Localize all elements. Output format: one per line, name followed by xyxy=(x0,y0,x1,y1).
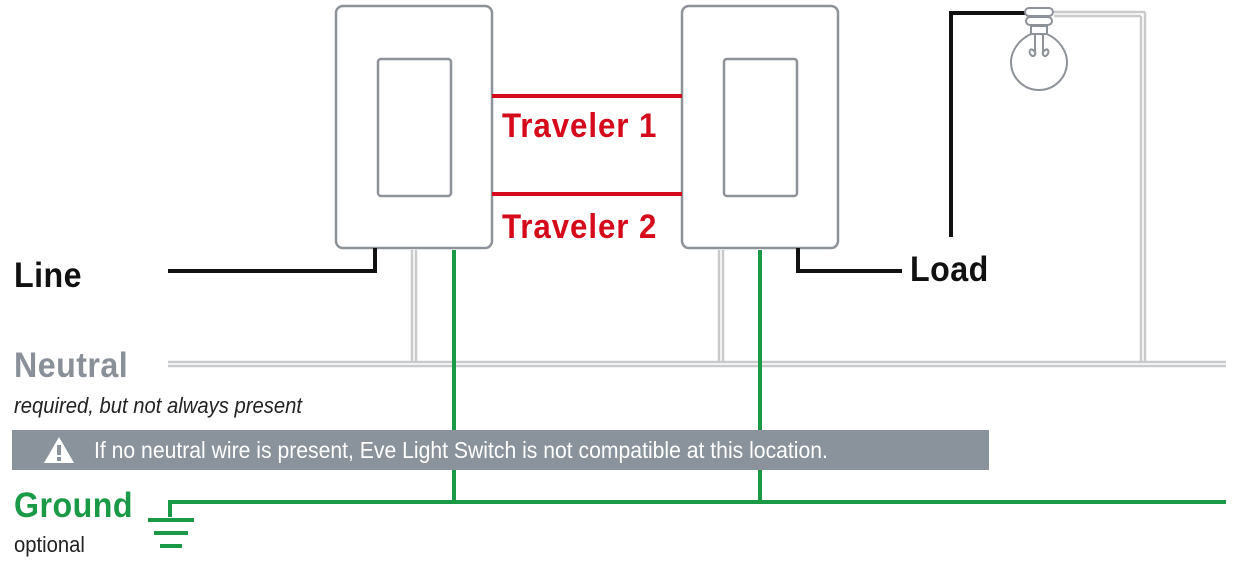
warning-banner: If no neutral wire is present, Eve Light… xyxy=(12,430,989,470)
switch-left xyxy=(334,4,494,250)
neutral-wire xyxy=(168,10,1226,368)
ground-note: optional xyxy=(14,532,85,557)
switch-right xyxy=(680,4,840,250)
line-label: Line xyxy=(14,256,83,295)
ground-symbol-icon xyxy=(148,518,194,548)
traveler-2-label: Traveler 2 xyxy=(502,208,658,246)
traveler-1-label: Traveler 1 xyxy=(502,107,658,145)
line-wire xyxy=(168,248,377,273)
traveler-wires xyxy=(492,94,682,196)
load-label: Load xyxy=(910,250,989,289)
warning-text: If no neutral wire is present, Eve Light… xyxy=(94,436,828,463)
neutral-note: required, but not always present xyxy=(14,393,303,418)
load-wire xyxy=(796,248,902,273)
ground-label: Ground xyxy=(14,486,134,525)
neutral-label: Neutral xyxy=(14,346,129,385)
light-hot-wire xyxy=(949,11,1028,237)
light-bulb-icon xyxy=(1009,7,1069,92)
ground-wire xyxy=(168,250,1226,517)
warning-triangle-icon xyxy=(44,437,74,463)
